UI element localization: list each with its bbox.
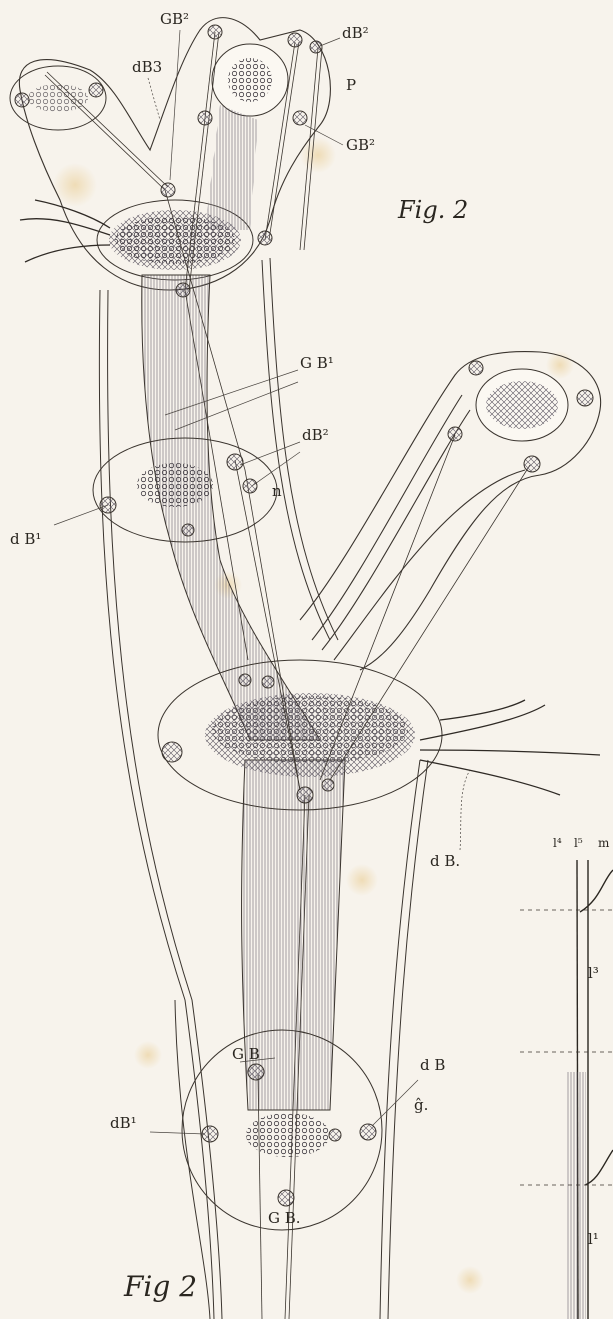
label-db2-mid: dB² xyxy=(302,426,329,444)
label-gb1: G B¹ xyxy=(300,354,334,372)
label-db-dot: d B. xyxy=(430,852,460,870)
side-scale-diagram xyxy=(520,860,613,1319)
label-side-l3: l³ xyxy=(588,964,599,982)
label-p: P xyxy=(346,76,356,94)
left-spikes xyxy=(20,200,110,262)
label-db2-top: dB² xyxy=(342,24,369,42)
label-side-l5: l⁵ xyxy=(574,836,583,850)
head-p xyxy=(212,44,288,116)
figure-title-bottom: Fig 2 xyxy=(124,1270,197,1303)
figure-title-top: Fig. 2 xyxy=(398,196,468,224)
label-gb-lower: G B xyxy=(232,1045,260,1063)
label-gb2-right: GB² xyxy=(346,136,375,154)
label-db1-lower: dB¹ xyxy=(110,1114,137,1132)
label-gb2-top: GB² xyxy=(160,10,189,28)
label-db1-left: d B¹ xyxy=(10,530,41,548)
label-side-l4: l⁴ xyxy=(553,836,562,850)
label-n: n xyxy=(272,482,282,500)
label-db-lower: d B xyxy=(420,1056,445,1074)
label-gb-bottom: G B. xyxy=(268,1209,301,1227)
label-db3: dB3 xyxy=(132,58,162,76)
label-g-lower: ĝ. xyxy=(414,1096,428,1114)
label-side-m: m xyxy=(598,836,609,850)
right-spikes xyxy=(420,700,600,795)
main-stem xyxy=(142,275,345,1110)
label-side-l1: l¹ xyxy=(588,1230,599,1248)
upper-trunk xyxy=(205,105,258,230)
right-head xyxy=(476,369,568,441)
